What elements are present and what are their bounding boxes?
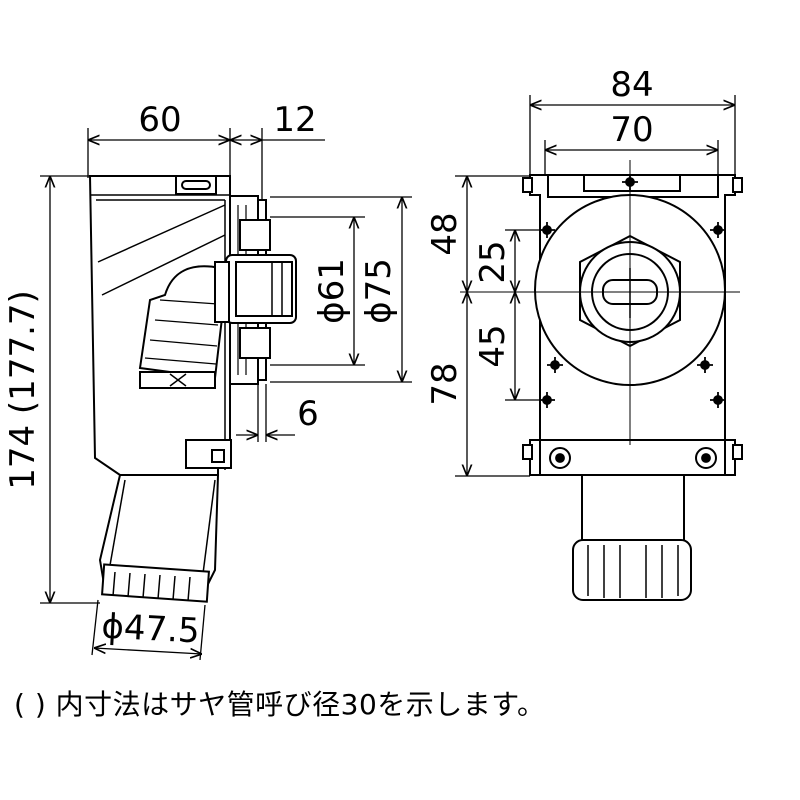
dim-front-center-to-lower: 45: [473, 324, 513, 367]
front-bottom-bar: [539, 439, 726, 476]
dim-side-flange-offset: 12: [273, 100, 316, 140]
footnote: ( ) 内寸法はサヤ管呼び径30を示します。: [14, 688, 546, 721]
front-dimension-lines: [455, 95, 736, 477]
dim-front-hole-pitch: 70: [610, 110, 653, 150]
dim-side-plate-thickness: 6: [297, 394, 319, 434]
dim-side-top-width: 60: [138, 100, 181, 140]
dim-front-lower-height: 78: [425, 362, 465, 405]
dim-side-total-height: 174 (177.7): [3, 290, 43, 490]
dim-side-inner-diameter: ϕ61: [312, 258, 352, 324]
dim-side-outer-diameter: ϕ75: [359, 258, 399, 324]
dim-front-upper-height: 48: [425, 212, 465, 255]
dim-front-upper-to-center: 25: [473, 240, 513, 283]
front-outlet-pipe: [581, 474, 685, 546]
dim-front-total-width: 84: [610, 65, 653, 105]
front-view: [522, 174, 743, 601]
side-view: [88, 175, 297, 603]
front-center-lines: [460, 160, 740, 445]
side-dimension-lines: [40, 128, 412, 661]
dimension-labels: 60 12 174 (177.7) ϕ61 ϕ75 6 ϕ47.5 84 70 …: [3, 65, 654, 652]
dim-side-outlet-diameter: ϕ47.5: [101, 606, 201, 651]
front-ribbed-cap: [572, 539, 692, 601]
